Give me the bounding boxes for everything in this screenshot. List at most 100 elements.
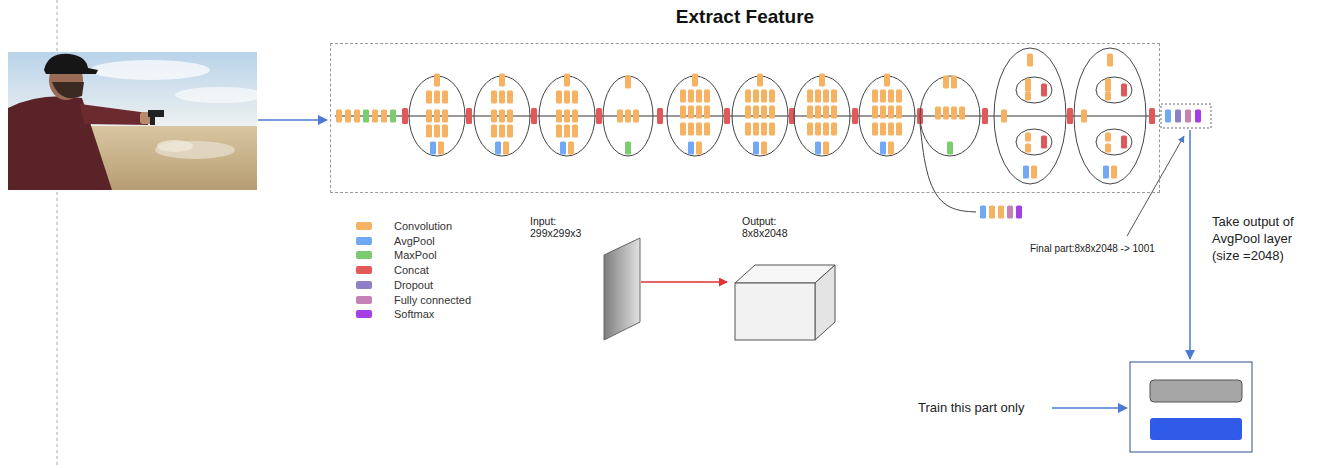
layer-block <box>696 123 702 136</box>
dimension-label: Output: 8x8x2048 <box>742 215 804 239</box>
layer-block <box>556 110 562 123</box>
dimension-label: Input: 299x299x3 <box>530 215 592 239</box>
layer-block <box>831 123 837 136</box>
legend-swatch <box>356 281 372 289</box>
layer-block <box>769 123 775 136</box>
layer-block <box>572 125 578 138</box>
layer-block <box>1007 206 1013 219</box>
legend-text: Convolution <box>394 219 452 233</box>
layer-block <box>989 206 995 219</box>
layer-block <box>372 110 378 123</box>
layer-block <box>1103 166 1109 179</box>
layer-block <box>507 91 513 104</box>
layer-block <box>888 123 894 136</box>
layer-block <box>704 123 710 136</box>
layer-block <box>753 90 759 103</box>
input-arrow <box>258 119 327 121</box>
layer-block <box>1111 166 1117 179</box>
layer-block <box>507 125 513 138</box>
layer-block <box>1023 166 1029 179</box>
legend-text: Dropout <box>394 278 433 292</box>
layer-block <box>1149 108 1155 124</box>
layer-block <box>1025 144 1031 153</box>
layer-block <box>815 90 821 103</box>
layer-block <box>1041 136 1047 149</box>
legend-swatch <box>356 251 372 259</box>
layer-block <box>753 106 759 119</box>
layer-block <box>1105 144 1111 153</box>
layer-block <box>426 91 432 104</box>
input-photo <box>8 52 257 190</box>
layer-block <box>761 90 767 103</box>
layer-block <box>745 106 751 119</box>
layer-block <box>503 142 509 155</box>
layer-block <box>815 106 821 119</box>
legend-text: Fully connected <box>394 293 471 307</box>
layer-block <box>507 110 513 123</box>
layer-block <box>345 110 351 123</box>
layer-block <box>761 142 767 155</box>
layer-block <box>491 110 497 123</box>
layer-block <box>657 108 663 124</box>
layer-block <box>872 90 878 103</box>
layer-block <box>442 125 448 138</box>
layer-block <box>947 142 953 155</box>
note-label: Take output of AvgPool layer (size =2048… <box>1212 213 1318 264</box>
layer-block <box>692 74 698 87</box>
layer-block <box>564 74 570 87</box>
layer-block <box>625 110 631 123</box>
legend-swatch <box>356 222 372 230</box>
layer-block <box>688 90 694 103</box>
layer-block <box>1195 110 1201 123</box>
module-outline <box>859 76 915 156</box>
layer-block <box>354 110 360 123</box>
module-outline <box>732 76 788 156</box>
layer-block <box>757 74 763 87</box>
legend-swatch <box>356 310 372 318</box>
layer-block <box>745 123 751 136</box>
layer-block <box>888 90 894 103</box>
legend-swatch <box>356 266 372 274</box>
callout-arrow <box>1052 407 1127 409</box>
layer-block <box>852 108 858 124</box>
module-outline <box>1016 77 1052 103</box>
layer-block <box>499 125 505 138</box>
layer-block <box>696 90 702 103</box>
layer-block <box>831 90 837 103</box>
layer-block <box>753 123 759 136</box>
callout-label: Train this part only <box>918 400 1024 416</box>
module-outline <box>667 76 723 156</box>
layer-block <box>1107 54 1113 67</box>
layer-block <box>980 206 986 219</box>
legend-swatch <box>356 296 372 304</box>
layer-block <box>688 106 694 119</box>
layer-block <box>1121 136 1127 149</box>
layer-block <box>896 123 902 136</box>
layer-block <box>884 74 890 87</box>
layer-block <box>880 123 886 136</box>
layer-block <box>336 110 342 123</box>
layer-block <box>625 76 631 89</box>
layer-block <box>880 106 886 119</box>
layer-block <box>872 123 878 136</box>
layer-block <box>943 76 949 89</box>
layer-block <box>1016 206 1022 219</box>
layer-block <box>1105 79 1111 92</box>
layer-block <box>688 123 694 136</box>
module-outline <box>920 76 980 156</box>
layer-block <box>769 106 775 119</box>
layer-block <box>633 110 639 123</box>
layer-block <box>442 91 448 104</box>
layer-block <box>819 74 825 87</box>
classifier-box <box>1130 362 1252 452</box>
layer-block <box>434 110 440 123</box>
output-cube <box>735 265 835 340</box>
module-outline <box>603 76 653 156</box>
layer-block <box>823 106 829 119</box>
layer-block <box>1121 84 1127 97</box>
layer-block <box>823 123 829 136</box>
layer-block <box>556 125 562 138</box>
layer-block <box>696 142 702 155</box>
layer-block <box>1025 92 1031 101</box>
